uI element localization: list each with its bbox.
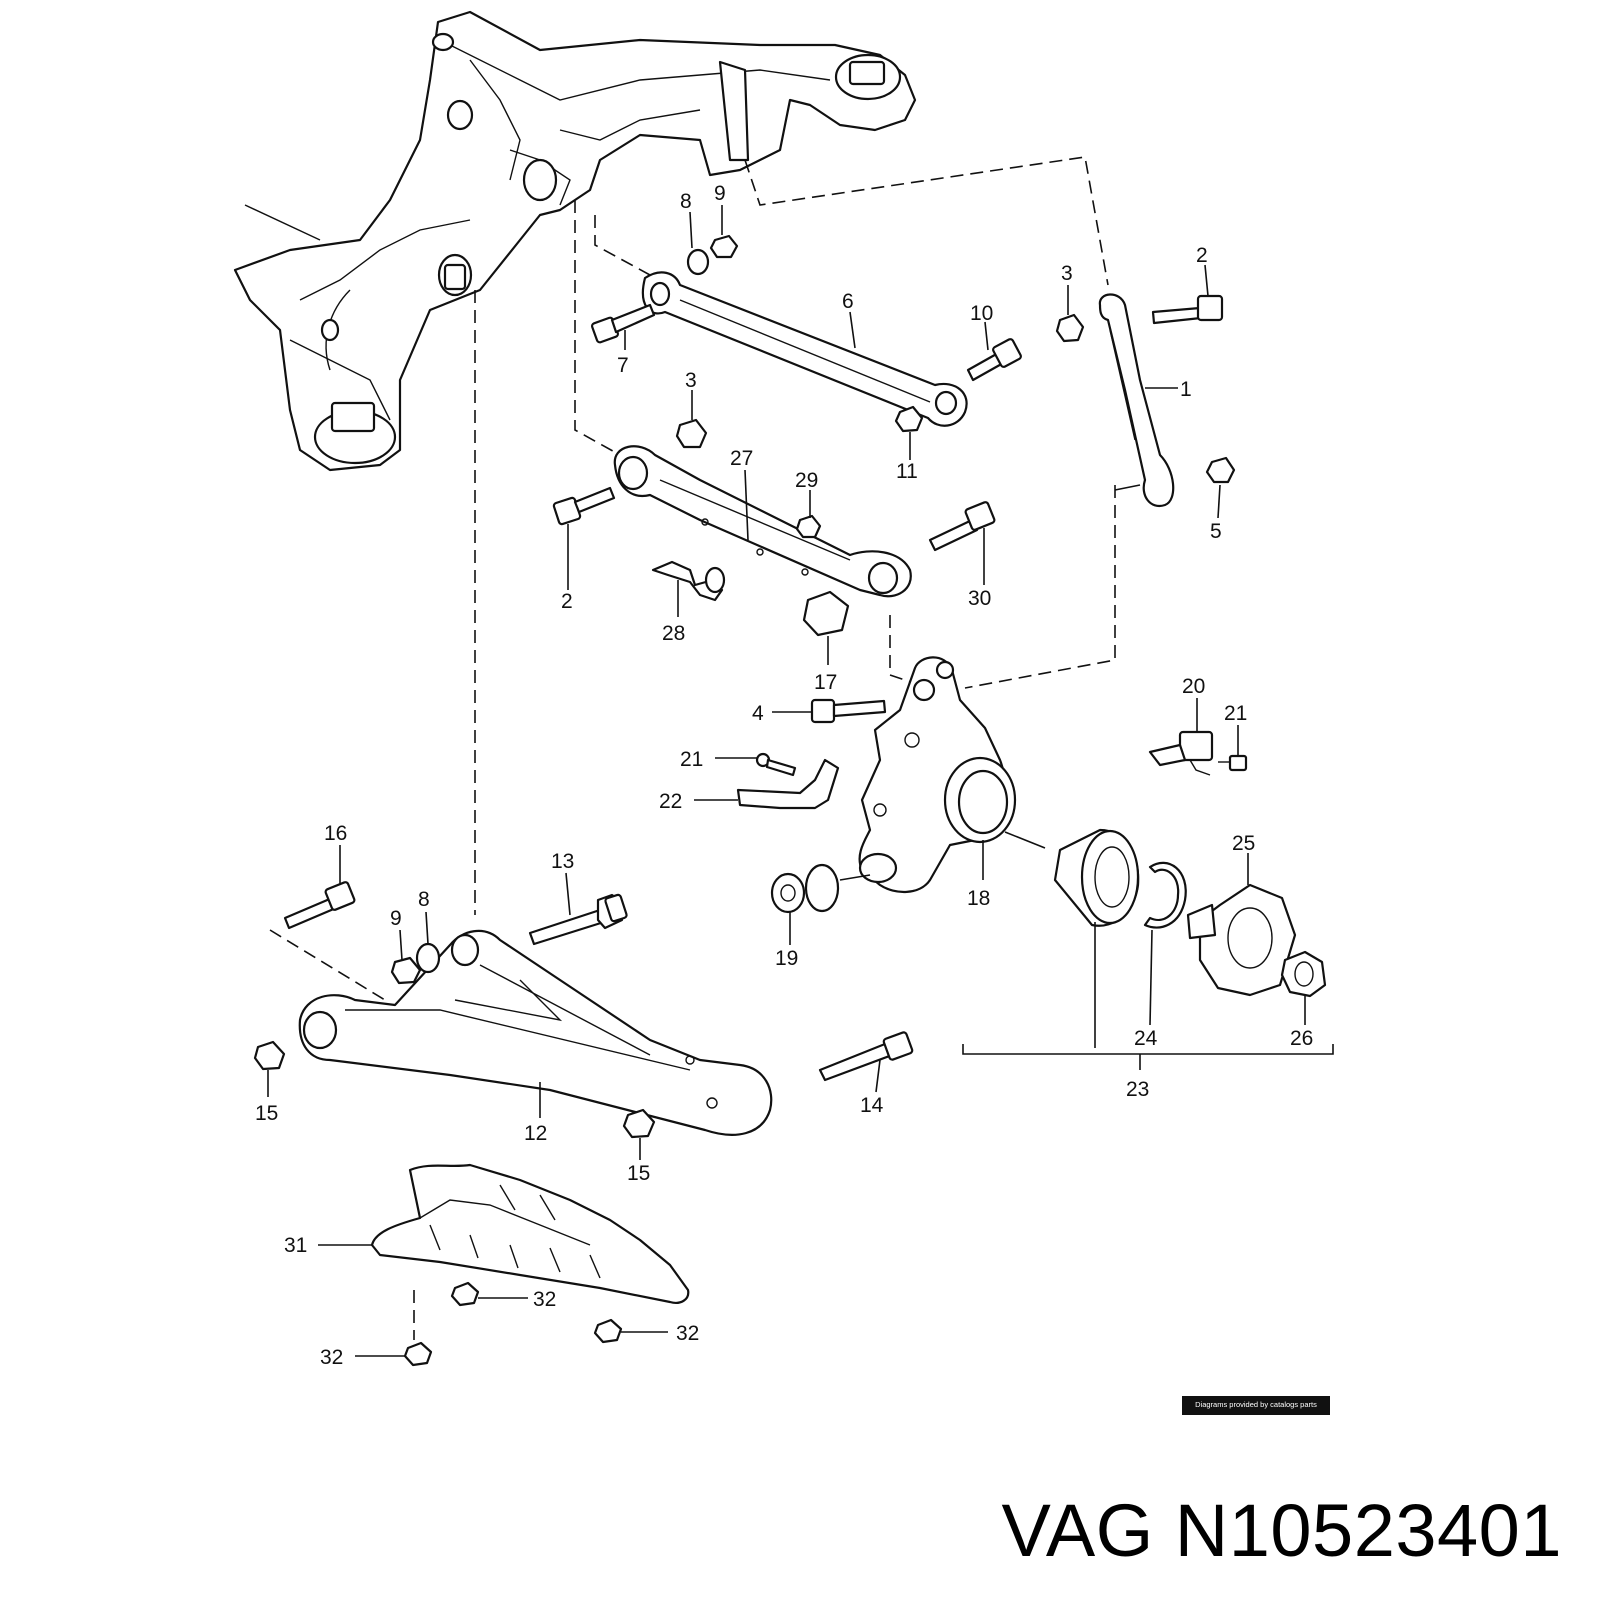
callout-label: 4 (752, 702, 764, 725)
assembly-guide-lines (269, 156, 1116, 1340)
screw-21-right (1218, 754, 1248, 772)
axle-nut-26 (1280, 950, 1327, 998)
callout-label: 26 (1290, 1027, 1313, 1050)
bolt-16 (283, 881, 356, 930)
part-number-title: VAG N10523401 (1001, 1489, 1562, 1572)
nut-5 (1205, 456, 1236, 484)
callout-label: 3 (1061, 262, 1073, 285)
nut-29 (795, 514, 822, 539)
bracket-28 (651, 560, 726, 602)
screw-21-left (755, 752, 797, 777)
callout-label: 17 (814, 671, 837, 694)
callout-label: 16 (324, 822, 347, 845)
leader-lines (267, 205, 1334, 1357)
callout-label: 15 (255, 1102, 278, 1125)
rear-subframe (233, 10, 917, 472)
bolt-14 (818, 1031, 914, 1082)
callout-label: 11 (896, 460, 918, 483)
washer-8 (686, 248, 710, 276)
lower-control-arm-12 (298, 929, 773, 1136)
cover-plate-31 (370, 1163, 690, 1304)
wheel-bearing-23 (1053, 828, 1140, 927)
callout-label: 21 (680, 748, 703, 771)
diagram-credit-badge: Diagrams provided by catalogs parts (1182, 1396, 1330, 1415)
wheel-carrier-18 (858, 656, 1017, 893)
callout-label: 19 (775, 947, 798, 970)
callout-label: 24 (1134, 1027, 1158, 1050)
callout-label: 25 (1232, 832, 1255, 855)
callout-label: 3 (685, 369, 697, 392)
callout-label: 10 (970, 302, 993, 325)
callout-label: 18 (967, 887, 990, 910)
callout-label: 2 (561, 590, 573, 613)
callout-label: 13 (551, 850, 574, 873)
bolt-4 (810, 698, 887, 724)
nut-3-mid (675, 418, 708, 449)
callout-label: 22 (659, 790, 682, 813)
toe-link-1 (1055, 293, 1236, 508)
nut-17 (802, 590, 850, 637)
callout-label: 28 (662, 622, 685, 645)
diagram-credit-text: Diagrams provided by catalogs parts (1195, 1400, 1317, 1409)
callout-label: 2 (1196, 244, 1208, 267)
bolt-2-mid (552, 486, 616, 526)
sensor-20 (1148, 730, 1214, 776)
callout-labels: 8 9 6 7 10 11 3 2 1 5 3 27 29 2 30 28 17… (255, 182, 1313, 1369)
callout-label: 30 (968, 587, 991, 610)
circlip-24 (1143, 861, 1187, 929)
bolt-30 (928, 501, 996, 552)
callout-label: 7 (617, 354, 629, 377)
callout-label: 32 (533, 1288, 556, 1311)
nut-32-a (450, 1281, 480, 1307)
callout-label: 29 (795, 469, 818, 492)
callout-label: 20 (1182, 675, 1205, 698)
callout-label: 31 (284, 1234, 307, 1257)
bolt-2-top (1151, 294, 1224, 325)
callout-label: 5 (1210, 520, 1222, 543)
nut-32-b (593, 1318, 623, 1344)
callout-label: 32 (320, 1346, 343, 1369)
nut-15-right (622, 1108, 656, 1139)
bushing-19 (770, 863, 840, 914)
nut-9 (709, 234, 739, 259)
callout-label: 23 (1126, 1078, 1149, 1101)
nut-11 (894, 405, 924, 433)
callout-label: 6 (842, 290, 854, 313)
camber-arm-27 (613, 445, 912, 598)
wheel-hub-25 (1186, 883, 1297, 997)
callout-label: 8 (418, 888, 430, 911)
callout-label: 21 (1224, 702, 1247, 725)
callout-label: 27 (730, 447, 753, 470)
callout-label: 9 (714, 182, 726, 205)
nut-15-left (253, 1040, 286, 1071)
nut-9-lower (390, 956, 422, 985)
upper-link-6 (641, 271, 968, 427)
callout-label: 12 (524, 1122, 547, 1145)
callout-label: 15 (627, 1162, 650, 1185)
callout-label: 32 (676, 1322, 699, 1345)
callout-label: 14 (860, 1094, 884, 1117)
bolt-7 (590, 303, 656, 344)
bolt-10 (966, 338, 1022, 382)
washer-8-lower (415, 942, 441, 974)
callout-label: 1 (1180, 378, 1192, 401)
callout-label: 8 (680, 190, 692, 213)
callout-label: 9 (390, 907, 402, 930)
bracket-22 (736, 758, 840, 810)
nut-32-c (403, 1341, 433, 1367)
nut-3-top (1055, 313, 1085, 343)
bolt-13 (528, 893, 628, 946)
